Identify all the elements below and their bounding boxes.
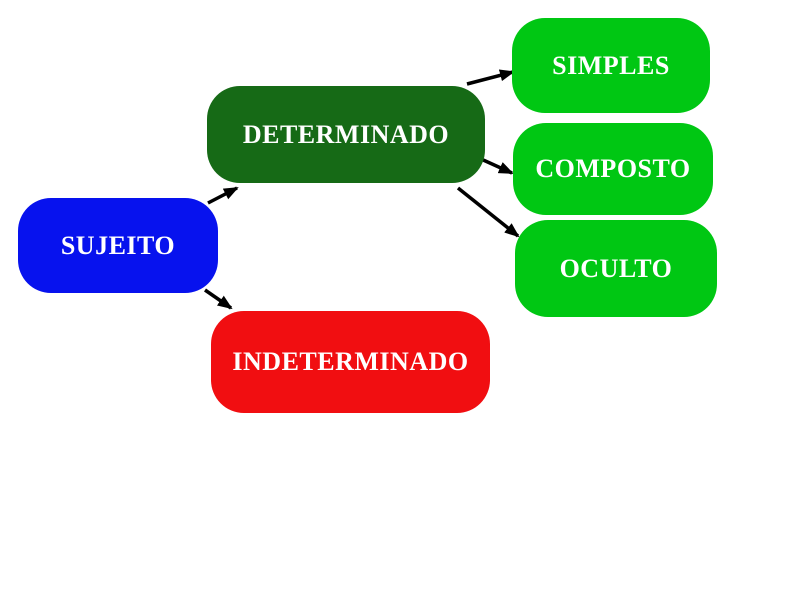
node-simples: SIMPLES [512, 18, 710, 113]
arrow-determinado-to-simples [466, 69, 515, 86]
node-composto: COMPOSTO [513, 123, 713, 215]
arrow-sujeito-to-determinado [207, 186, 239, 205]
node-determinado: DETERMINADO [207, 86, 485, 183]
arrow-determinado-to-composto [480, 157, 514, 175]
arrow-sujeito-to-indeterminado [204, 288, 233, 310]
arrow-determinado-to-oculto [456, 186, 520, 238]
node-indeterminado: INDETERMINADO [211, 311, 490, 413]
node-sujeito: SUJEITO [18, 198, 218, 293]
node-oculto: OCULTO [515, 220, 717, 317]
